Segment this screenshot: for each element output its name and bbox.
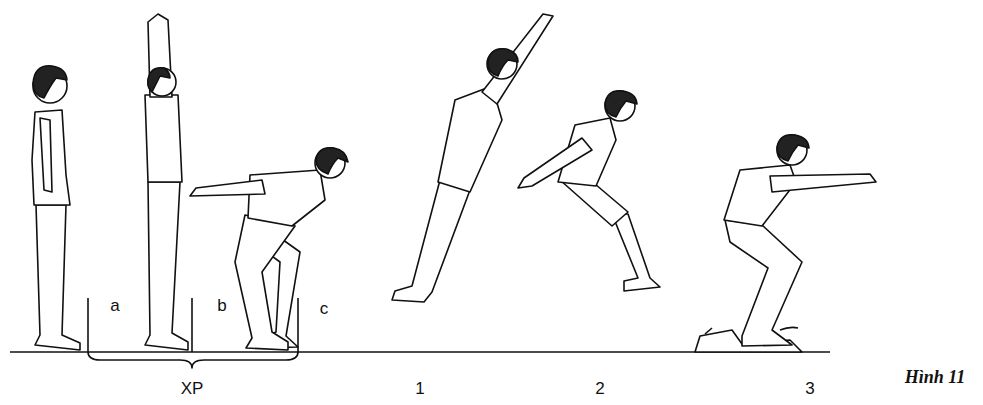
standing-figure xyxy=(32,66,80,350)
phase-letter: c xyxy=(320,300,329,317)
crouch-figure xyxy=(190,148,348,350)
phase-label: XP xyxy=(181,380,204,397)
phase-letter: a xyxy=(110,297,119,314)
arms-up-figure xyxy=(145,14,188,350)
phase-letter: b xyxy=(217,297,226,314)
figure-caption: Hình 11 xyxy=(905,368,966,386)
flight-figure xyxy=(392,14,553,302)
landing-figure xyxy=(695,135,876,352)
callout-number: 1 xyxy=(415,380,424,397)
tuck-figure xyxy=(518,91,660,291)
callout-number: 2 xyxy=(595,380,604,397)
callout-number: 3 xyxy=(805,380,814,397)
